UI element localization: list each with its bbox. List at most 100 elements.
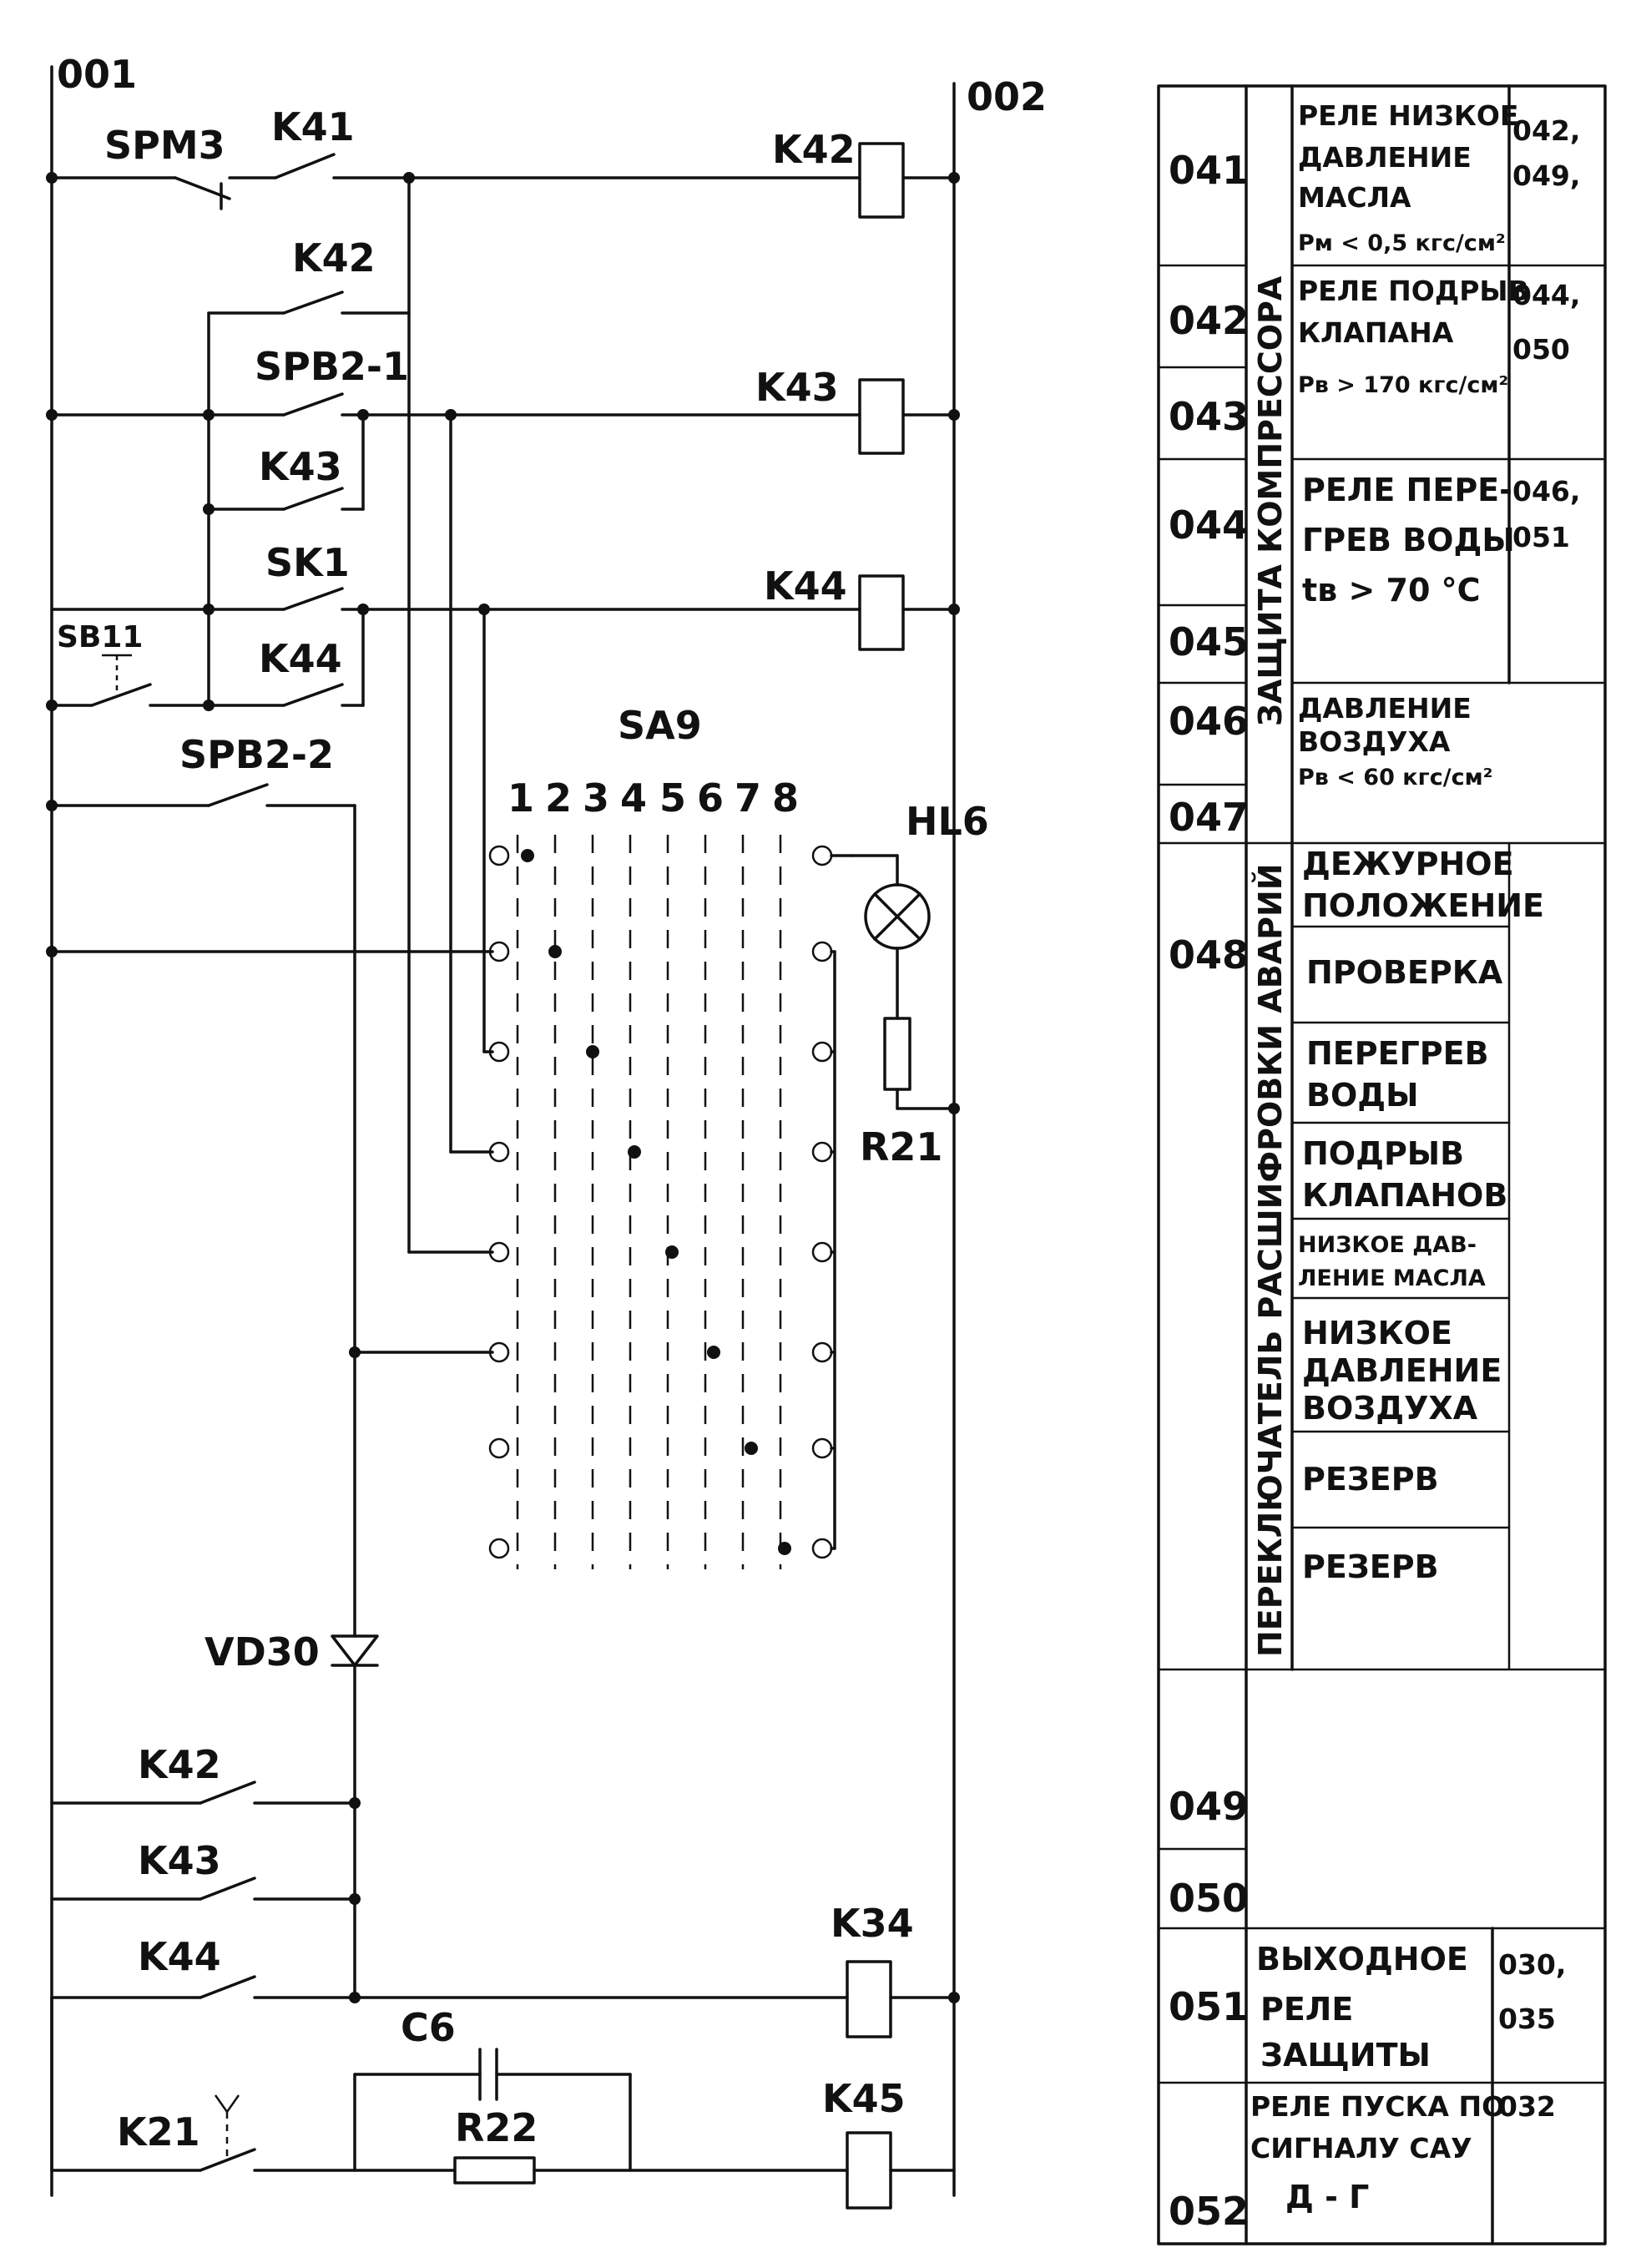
sa9-pos-2: 2 (545, 775, 572, 821)
row-051-ref1: 030, (1498, 1948, 1566, 1981)
k44-coil-label: K44 (764, 563, 847, 609)
sk1-label: SK1 (265, 540, 350, 585)
row-044-ref2: 051 (1512, 521, 1570, 553)
k42-coil-label: K42 (772, 127, 856, 172)
spb2-2-contact: SPB2-2 (46, 732, 356, 1354)
sw-pos-8-line1: РЕЗЕРВ (1302, 1548, 1439, 1585)
row-046-num: 046 (1169, 699, 1249, 744)
sw-pos-4-line1: ПОДРЫВ (1302, 1135, 1464, 1172)
row-042-line1: РЕЛЕ ПОДРЫВ (1298, 275, 1529, 307)
sa9-switch: SA9 1 2 3 4 5 6 7 8 (488, 703, 853, 1569)
row-046-line3: Рв < 60 кгс/см² (1298, 765, 1492, 791)
row-052-line2: СИГНАЛУ САУ (1250, 2132, 1472, 2164)
k43-coil-label: K43 (755, 365, 839, 410)
row-052-line1: РЕЛЕ ПУСКА ПО (1250, 2090, 1505, 2123)
k44-contact-label: K44 (259, 636, 342, 681)
row-041-line1: РЕЛЕ НИЗКОЕ (1298, 99, 1518, 132)
row-045-num: 045 (1169, 619, 1249, 664)
row-046-line2: ВОЗДУХА (1298, 725, 1451, 758)
row-042-ref1: 044, (1512, 279, 1580, 311)
row-047-num: 047 (1169, 795, 1249, 840)
row-051-line3: ЗАЩИТЫ (1260, 2037, 1431, 2074)
c6-label: C6 (401, 2005, 456, 2050)
row-051-line1: ВЫХОДНОЕ (1256, 1941, 1468, 1978)
row-048-num: 048 (1169, 932, 1249, 977)
rung-k44: SK1 SB11 K44 K44 (46, 540, 960, 711)
hl6-lamp-circuit: HL6 R21 (850, 799, 989, 1169)
row-042-num: 042 (1169, 298, 1249, 343)
sa9-pos-3: 3 (583, 775, 609, 821)
row-041-ref1: 042, (1512, 114, 1580, 147)
sw-pos-1-line2: ПОЛОЖЕНИЕ (1302, 887, 1544, 924)
k42-coil (858, 142, 905, 219)
k21-label: K21 (117, 2109, 200, 2154)
row-044-line1: РЕЛЕ ПЕРЕ- (1302, 472, 1512, 508)
row-049-num: 049 (1169, 1784, 1249, 1829)
row-043-num: 043 (1169, 394, 1249, 439)
rung-k34: K34 (349, 1901, 960, 2038)
k34-coil-label: K34 (831, 1901, 914, 1946)
group-switch-label: ПЕРЕКЛЮЧАТЕЛЬ РАСШИФРОВКИ АВАРИЙ (1252, 863, 1289, 1657)
sw-pos-6-line1: НИЗКОЕ (1302, 1315, 1452, 1351)
k43-lower-label: K43 (138, 1838, 221, 1883)
row-041-line3: МАСЛА (1298, 181, 1411, 214)
k34-coil (846, 1960, 892, 2038)
row-041-ref2: 049, (1512, 159, 1580, 192)
rung-k43: SPB2-1 K43 K43 (46, 344, 960, 515)
row-041-num: 041 (1169, 148, 1249, 193)
k43-contact-label: K43 (259, 444, 342, 489)
spm3-label: SPM3 (104, 123, 225, 168)
k43-coil (858, 378, 905, 455)
sa9-wiring (46, 413, 494, 1638)
row-051-ref2: 035 (1498, 2003, 1556, 2035)
row-052-line3: Д - Г (1285, 2179, 1369, 2215)
row-052-ref1: 032 (1498, 2090, 1556, 2123)
k41-label: K41 (271, 104, 355, 149)
row-042-ref2: 050 (1512, 333, 1570, 366)
sw-pos-1-line1: ДЕЖУРНОЕ (1302, 846, 1514, 882)
row-044-line3: tв > 70 °С (1302, 572, 1481, 609)
sw-pos-3-line1: ПЕРЕГРЕВ (1306, 1035, 1489, 1072)
row-041-line4: Рм < 0,5 кгс/см² (1298, 230, 1506, 256)
sa9-pos-7: 7 (735, 775, 761, 821)
spb2-2-label: SPB2-2 (179, 732, 334, 777)
sw-pos-5-line2: ЛЕНИЕ МАСЛА (1298, 1265, 1486, 1291)
vd30-label: VD30 (204, 1629, 320, 1674)
sa9-pos-6: 6 (697, 775, 724, 821)
row-044-num: 044 (1169, 503, 1249, 548)
row-051-num: 051 (1169, 1984, 1249, 2029)
node-001-label: 001 (57, 52, 137, 97)
sa9-pos-4: 4 (620, 775, 647, 821)
hl6-label: HL6 (906, 799, 989, 844)
row-046-line1: ДАВЛЕНИЕ (1298, 692, 1472, 725)
k44-coil (858, 574, 905, 651)
sb11-label: SB11 (57, 620, 143, 654)
rung-k45: C6 R22 K21 K45 (50, 1996, 956, 2210)
sw-pos-6-line2: ДАВЛЕНИЕ (1302, 1352, 1502, 1389)
rung-k42: SPM3 K41 K42 (46, 104, 960, 219)
group-compressor-label: ЗАЩИТА КОМПРЕССОРА (1252, 275, 1289, 726)
row-044-ref1: 046, (1512, 475, 1580, 508)
r21-label: R21 (860, 1124, 942, 1169)
k45-coil (846, 2131, 892, 2210)
row-050-num: 050 (1169, 1876, 1249, 1921)
k44-lower-label: K44 (138, 1934, 221, 1979)
r21-resistor (883, 1017, 911, 1091)
sw-pos-6-line3: ВОЗДУХА (1302, 1390, 1478, 1427)
lower-contacts: K42 K43 K44 (50, 1742, 361, 1999)
sa9-pos-8: 8 (772, 775, 799, 821)
sw-pos-3-line2: ВОДЫ (1306, 1077, 1418, 1114)
r22-resistor (453, 2156, 536, 2185)
sa9-pos-1: 1 (507, 775, 534, 821)
relay-table: 041 042 043 044 045 046 047 048 049 050 … (1157, 84, 1607, 2245)
sa9-label: SA9 (618, 703, 702, 748)
row-051-line2: РЕЛЕ (1260, 1991, 1353, 2028)
sw-pos-2-line1: ПРОВЕРКА (1306, 954, 1503, 991)
row-041-line2: ДАВЛЕНИЕ (1298, 141, 1472, 174)
k42-lower-label: K42 (138, 1742, 221, 1787)
row-044-line2: ГРЕВ ВОДЫ (1302, 522, 1515, 558)
row-042-line2: КЛАПАНА (1298, 316, 1454, 349)
r22-label: R22 (455, 2105, 538, 2150)
sw-pos-7-line1: РЕЗЕРВ (1302, 1461, 1439, 1498)
